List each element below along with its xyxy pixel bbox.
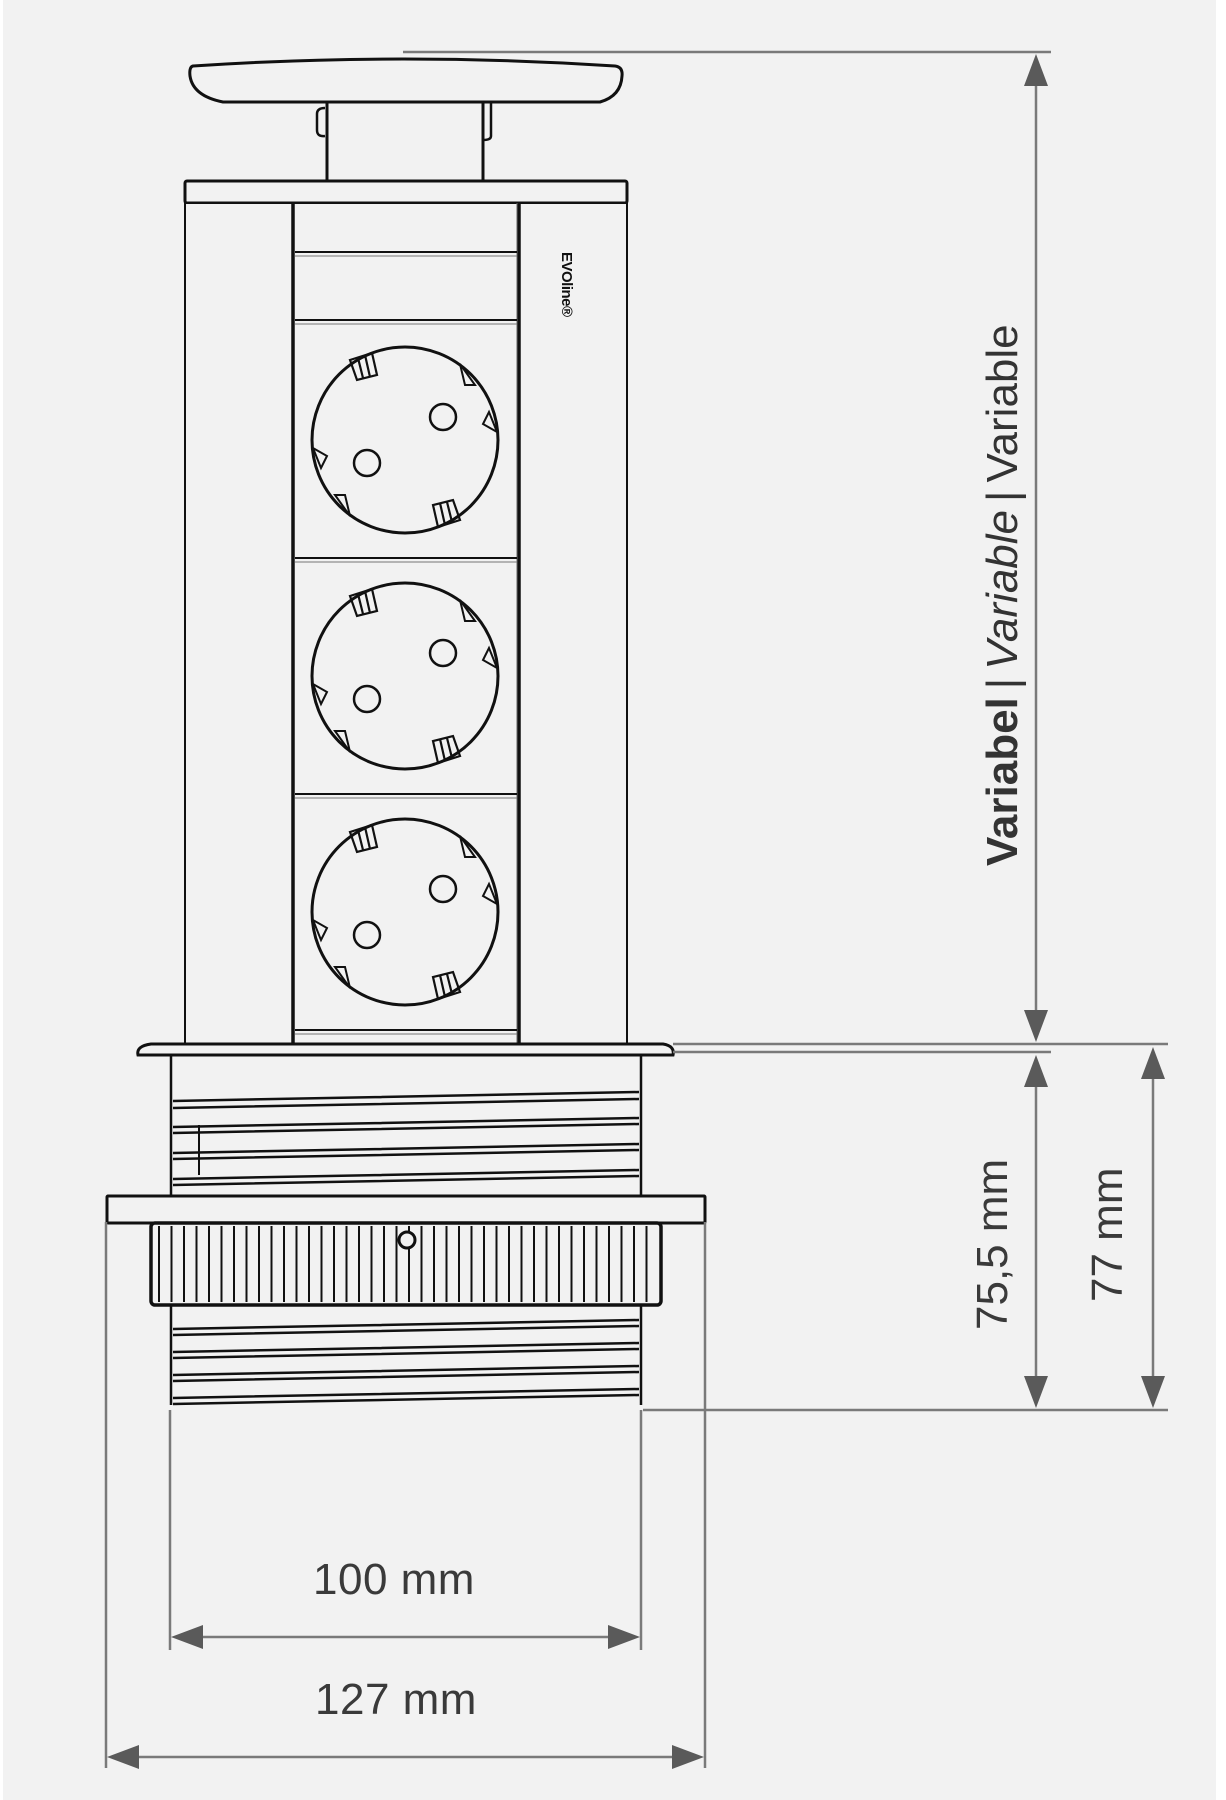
technical-drawing [104,50,1168,1769]
separator-2: | [978,490,1027,502]
set-screw-icon [397,1230,417,1250]
dimension-lines [104,50,1168,1769]
housing [183,179,629,1045]
depth-inner-value: 75,5 mm [968,1158,1017,1330]
top-lid [188,57,624,180]
depth-inner-label: 75,5 mm [968,1159,1018,1330]
width-outer-label: 127 mm [315,1675,477,1724]
separator-1: | [978,677,1027,690]
depth-outer-value: 77 mm [1083,1167,1132,1302]
drawing-canvas: EVOline® Variabel | Variable | Variable 75,5… [3,0,1216,1800]
variable-label-de: Variabel [978,697,1027,866]
knurled-ring [149,1221,663,1307]
variable-label-en: Variable [978,324,1027,483]
lower-thread [169,1305,643,1406]
clamp-plate [105,1194,707,1225]
variable-label-fr: Variable [978,509,1027,670]
socket-3 [310,817,500,1007]
depth-outer-label: 77 mm [1083,1168,1133,1302]
upper-thread [169,1055,643,1195]
flange [136,1042,675,1057]
width-inner-label: 100 mm [313,1555,475,1604]
socket-2 [310,581,500,771]
variable-height-label: Variabel | Variable | Variable [978,324,1028,866]
socket-1 [310,345,500,535]
brand-logo: EVOline® [558,252,575,317]
